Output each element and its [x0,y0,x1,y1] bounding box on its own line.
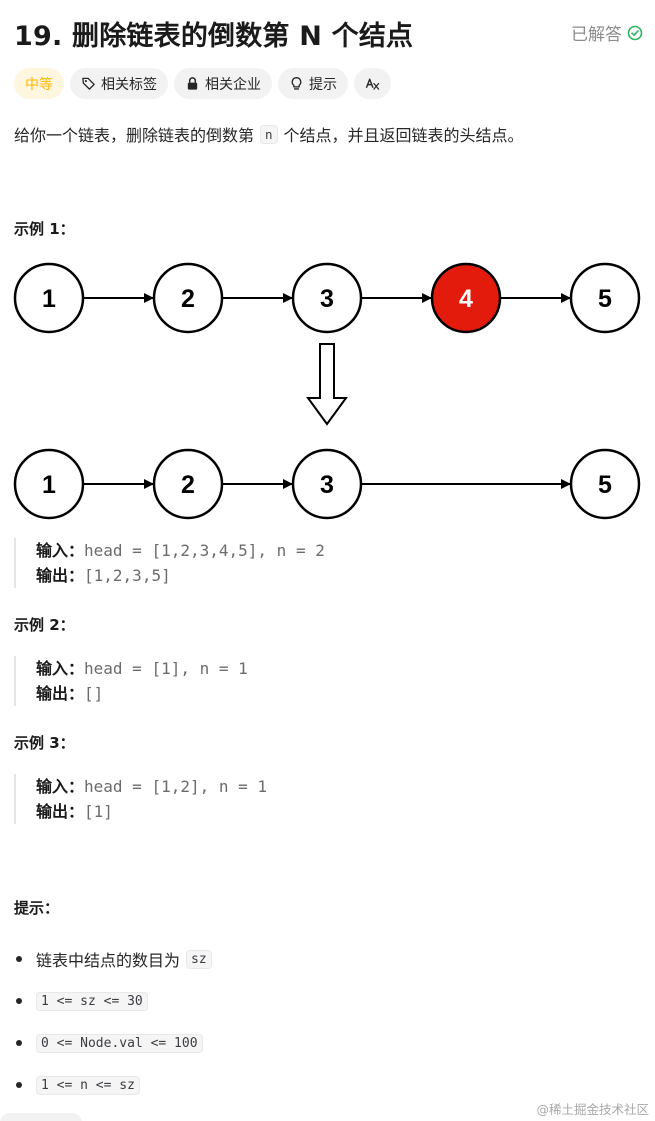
node-label: 5 [598,285,612,313]
linked-list-diagram: 1 2 3 4 5 1 2 3 5 [13,262,641,520]
output-value: [1] [84,802,113,821]
output-label: 输出： [36,802,85,821]
example-3-title: 示例 3： [14,734,75,752]
input-label: 输入： [36,541,85,560]
example-3-output: 输出： [1] [36,799,267,824]
input-value: head = [1,2], n = 1 [84,777,268,796]
problem-header: 19. 删除链表的倒数第 N 个结点 已解答 [14,12,643,52]
input-value: head = [1], n = 1 [84,659,248,678]
lock-icon [187,77,198,90]
output-value: [1,2,3,5] [84,566,171,585]
related-tags-label: 相关标签 [101,76,157,93]
constraints-list: 链表中结点的数目为 sz 1 <= sz <= 30 0 <= Node.val… [14,938,212,1106]
constraint-code: 0 <= Node.val <= 100 [36,1033,203,1053]
hint-button[interactable]: 提示 [278,68,348,99]
example-2-input: 输入： head = [1], n = 1 [36,656,248,681]
difficulty-badge: 中等 [14,68,64,99]
translate-button[interactable] [354,68,391,99]
example-1: 输入： head = [1,2,3,4,5], n = 2 输出： [1,2,3… [14,538,325,588]
node-label: 2 [181,285,195,313]
example-1-input: 输入： head = [1,2,3,4,5], n = 2 [36,538,325,563]
lightbulb-icon [291,77,302,90]
solved-label: 已解答 [571,25,622,45]
tag-icon [82,77,95,90]
output-label: 输出： [36,684,85,703]
problem-description: 给你一个链表，删除链表的倒数第 n 个结点，并且返回链表的头结点。 [14,122,524,146]
example-1-title: 示例 1： [14,220,75,238]
bullet-icon [16,1082,22,1088]
example-3-input: 输入： head = [1,2], n = 1 [36,774,267,799]
input-label: 输入： [36,659,85,678]
transform-arrow-icon [306,343,348,426]
bullet-icon [16,998,22,1004]
list-node [152,448,224,520]
list-node [13,262,85,334]
constraint-code: 1 <= n <= sz [36,1075,140,1095]
constraint-code: sz [186,949,212,969]
list-node [569,448,641,520]
related-tags-button[interactable]: 相关标签 [70,68,168,99]
bullet-icon [16,1040,22,1046]
list-before-row: 1 2 3 4 5 [13,262,641,334]
hint-label: 提示 [309,76,337,93]
constraint-code: 1 <= sz <= 30 [36,991,148,1011]
description-code-n: n [260,124,278,144]
constraint-item: 1 <= sz <= 30 [14,980,212,1022]
node-label: 5 [598,471,612,499]
constraints-title: 提示： [14,899,60,917]
list-node [291,262,363,334]
constraint-item: 1 <= n <= sz [14,1064,212,1106]
description-text-after: 个结点，并且返回链表的头结点。 [283,126,524,145]
constraint-text: 链表中结点的数目为 [36,951,181,970]
check-circle-icon [627,25,643,40]
constraint-item: 链表中结点的数目为 sz [14,938,212,980]
output-label: 输出： [36,566,85,585]
node-label: 4 [459,285,473,313]
removed-node [430,262,502,334]
node-label: 1 [42,285,56,313]
node-label: 3 [320,285,334,313]
constraint-item: 0 <= Node.val <= 100 [14,1022,212,1064]
list-after-row: 1 2 3 5 [13,448,641,520]
list-node [13,448,85,520]
example-1-output: 输出： [1,2,3,5] [36,563,325,588]
list-node [152,262,224,334]
list-node [569,262,641,334]
node-label: 2 [181,471,195,499]
output-value: [] [84,684,104,703]
example-2-title: 示例 2： [14,616,75,634]
translate-icon [365,78,380,90]
list-node [291,448,363,520]
bullet-icon [16,956,22,962]
example-3: 输入： head = [1,2], n = 1 输出： [1] [14,774,267,824]
bottom-toolbar-pill[interactable] [0,1113,82,1121]
input-value: head = [1,2,3,4,5], n = 2 [84,541,325,560]
description-text-before: 给你一个链表，删除链表的倒数第 [14,126,255,145]
problem-title: 19. 删除链表的倒数第 N 个结点 [14,21,414,52]
input-label: 输入： [36,777,85,796]
watermark: @稀土掘金技术社区 [536,1102,649,1117]
related-companies-label: 相关企业 [205,76,261,93]
tag-row: 中等 相关标签 相关企业 提示 [14,68,391,99]
example-2-output: 输出： [] [36,681,248,706]
related-companies-button[interactable]: 相关企业 [174,68,272,99]
solved-status[interactable]: 已解答 [571,20,643,45]
node-label: 1 [42,471,56,499]
difficulty-label: 中等 [25,76,53,93]
example-2: 输入： head = [1], n = 1 输出： [] [14,656,248,706]
node-label: 3 [320,471,334,499]
